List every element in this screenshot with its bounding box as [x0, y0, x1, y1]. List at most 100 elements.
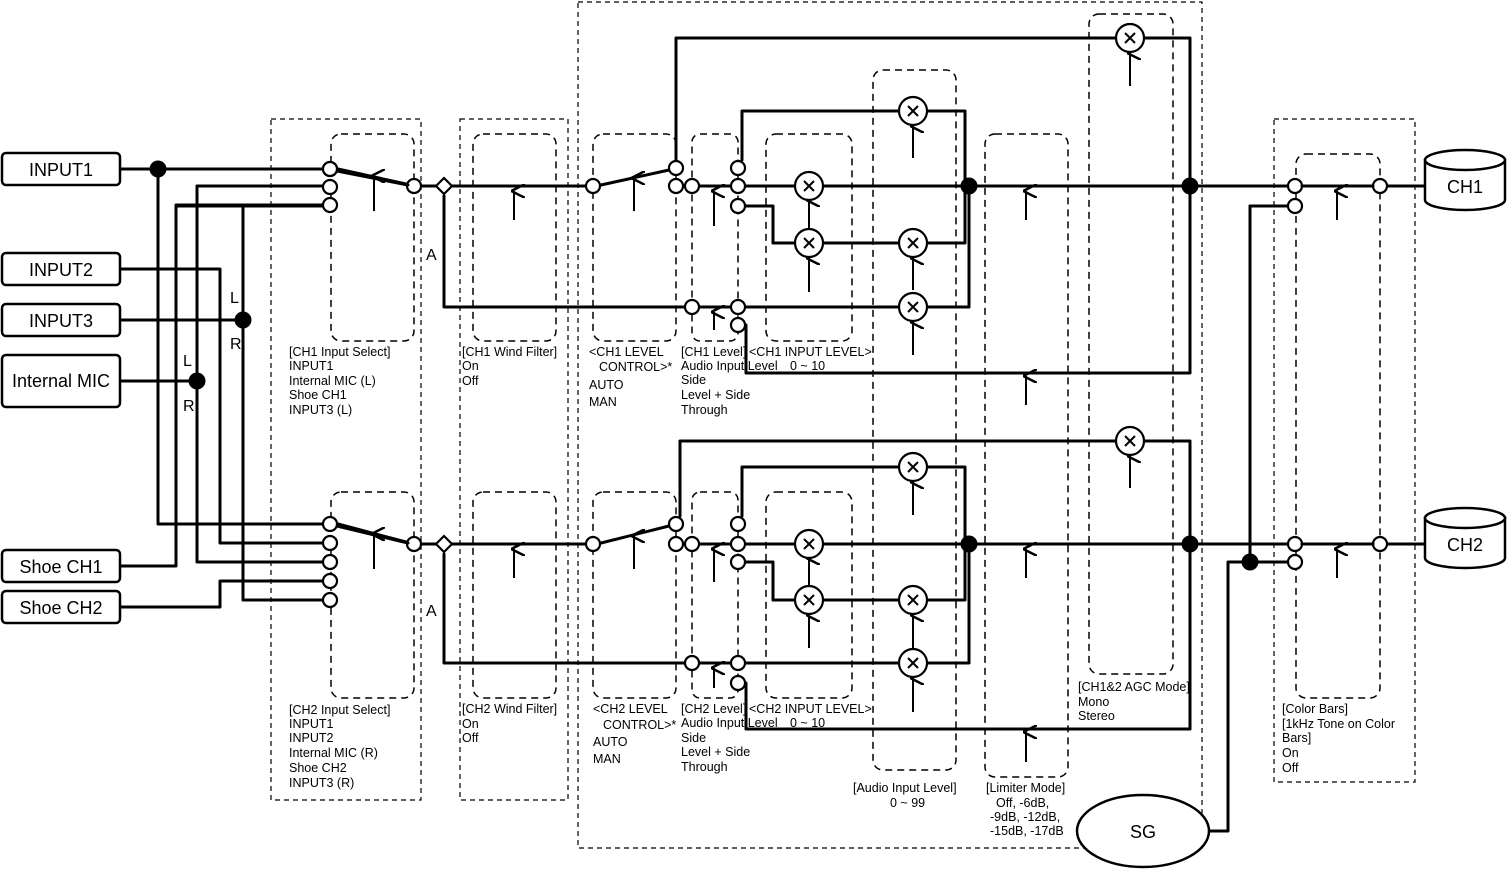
svg-text:INPUT2: INPUT2	[289, 731, 334, 745]
ch1-wind-filter-label: [CH1 Wind Filter] On Off	[462, 345, 557, 388]
pin-labels: L R L R A A	[183, 247, 437, 620]
svg-text:AUTO: AUTO	[589, 378, 624, 392]
svg-text:[CH2 Input Select]: [CH2 Input Select]	[289, 703, 390, 717]
svg-text:Shoe CH2: Shoe CH2	[289, 761, 347, 775]
svg-text:<CH1 INPUT LEVEL>: <CH1 INPUT LEVEL>	[749, 345, 872, 359]
signal-generator: SG	[1075, 793, 1211, 869]
svg-text:Stereo: Stereo	[1078, 709, 1115, 723]
multiplier-icon	[897, 584, 929, 616]
svg-text:MAN: MAN	[593, 752, 621, 766]
input-input1: INPUT1	[0, 151, 122, 187]
svg-text:Internal MIC (L): Internal MIC (L)	[289, 374, 376, 388]
svg-text:Through: Through	[681, 760, 728, 774]
wind-filter-nodes	[434, 176, 454, 554]
color-bars-label: [Color Bars] [1kHz Tone on Color Bars] O…	[1282, 702, 1395, 775]
ch2-signal-path	[336, 204, 1427, 833]
svg-text:L: L	[230, 290, 239, 307]
svg-text:[CH2 Wind Filter]: [CH2 Wind Filter]	[462, 702, 557, 716]
input-shoe-ch2: Shoe CH2	[0, 589, 122, 625]
audio-input-level-label: [Audio Input Level] 0 ~ 99	[853, 781, 957, 810]
svg-text:R: R	[230, 336, 242, 353]
ch2-label: CH2	[1447, 535, 1483, 555]
svg-text:Audio Input Level: Audio Input Level	[681, 716, 778, 730]
input-input2: INPUT2	[0, 251, 122, 287]
ch1-input-level-label: <CH1 INPUT LEVEL> 0 ~ 10	[749, 345, 872, 373]
svg-text:[Color Bars]: [Color Bars]	[1282, 702, 1348, 716]
svg-text:On: On	[1282, 746, 1299, 760]
svg-text:[CH1&2 AGC Mode]: [CH1&2 AGC Mode]	[1078, 680, 1190, 694]
svg-text:Mono: Mono	[1078, 695, 1109, 709]
input-input3: INPUT3	[0, 302, 122, 338]
svg-text:Off: Off	[462, 731, 479, 745]
svg-text:L: L	[183, 353, 192, 370]
multiplier-icon	[897, 95, 929, 127]
output-ch1: CH1	[1423, 148, 1507, 212]
svg-text:Side: Side	[681, 731, 706, 745]
ch1-input-select-label: [CH1 Input Select] INPUT1 Internal MIC (…	[289, 345, 390, 417]
dashed-block-frames	[270, 1, 1416, 849]
svg-text:[Limiter Mode]: [Limiter Mode]	[986, 781, 1065, 795]
svg-text:[CH1 Wind Filter]: [CH1 Wind Filter]	[462, 345, 557, 359]
svg-text:Internal MIC (R): Internal MIC (R)	[289, 746, 378, 760]
control-arrows	[374, 53, 1337, 762]
shoe-ch1-label: Shoe CH1	[19, 557, 102, 577]
multiplier-icon	[793, 528, 825, 560]
svg-text:Level + Side: Level + Side	[681, 388, 750, 402]
svg-text:0 ~ 99: 0 ~ 99	[890, 796, 925, 810]
multiplier-icon	[897, 291, 929, 323]
multiplier-icon	[897, 451, 929, 483]
svg-text:AUTO: AUTO	[593, 735, 628, 749]
multiplier-icon	[793, 584, 825, 616]
svg-text:CONTROL>*: CONTROL>*	[599, 360, 672, 374]
svg-text:-9dB, -12dB,: -9dB, -12dB,	[990, 810, 1060, 824]
svg-text:Through: Through	[681, 403, 728, 417]
svg-text:-15dB, -17dB: -15dB, -17dB	[990, 824, 1064, 838]
svg-text:INPUT1: INPUT1	[289, 717, 334, 731]
sg-label: SG	[1130, 822, 1156, 842]
multiplier-icon	[793, 170, 825, 202]
ch1-signal-path	[336, 36, 1427, 375]
ch1-label: CH1	[1447, 177, 1483, 197]
multiplier-icon	[897, 647, 929, 679]
input3-label: INPUT3	[29, 311, 93, 331]
svg-text:On: On	[462, 717, 479, 731]
svg-text:MAN: MAN	[589, 395, 617, 409]
ch2-wind-filter-label: [CH2 Wind Filter] On Off	[462, 702, 557, 745]
svg-text:<CH2 INPUT LEVEL>: <CH2 INPUT LEVEL>	[749, 702, 872, 716]
svg-text:Shoe CH1: Shoe CH1	[289, 388, 347, 402]
svg-text:[Audio Input Level]: [Audio Input Level]	[853, 781, 957, 795]
limiter-mode-label: [Limiter Mode] Off, -6dB, -9dB, -12dB, -…	[986, 781, 1065, 838]
svg-text:0 ~ 10: 0 ~ 10	[790, 716, 825, 730]
ch2-input-select-label: [CH2 Input Select] INPUT1 INPUT2 Interna…	[289, 703, 390, 790]
input2-label: INPUT2	[29, 260, 93, 280]
input-shoe-ch1: Shoe CH1	[0, 548, 122, 584]
svg-text:<CH2 LEVEL: <CH2 LEVEL	[593, 702, 668, 716]
ch2-level-label: [CH2 Level] Audio Input Level Side Level…	[681, 702, 778, 774]
svg-text:Level + Side: Level + Side	[681, 745, 750, 759]
internal-mic-label: Internal MIC	[12, 371, 110, 391]
svg-text:A: A	[426, 247, 437, 264]
svg-text:Off: Off	[1282, 761, 1299, 775]
svg-text:Side: Side	[681, 373, 706, 387]
svg-text:Off: Off	[462, 374, 479, 388]
ch1-level-label: [CH1 Level] Audio Input Level Side Level…	[681, 345, 778, 417]
svg-text:INPUT3 (R): INPUT3 (R)	[289, 776, 354, 790]
ch2-input-level-label: <CH2 INPUT LEVEL> 0 ~ 10	[749, 702, 872, 730]
multiplier-icon	[1114, 22, 1146, 54]
svg-text:[CH2 Level]: [CH2 Level]	[681, 702, 746, 716]
svg-text:On: On	[462, 359, 479, 373]
svg-text:R: R	[183, 398, 195, 415]
input1-label: INPUT1	[29, 160, 93, 180]
svg-text:INPUT1: INPUT1	[289, 359, 334, 373]
svg-text:Off, -6dB,: Off, -6dB,	[996, 796, 1049, 810]
junction-dots	[149, 160, 1259, 571]
multipliers	[793, 22, 1146, 679]
svg-text:0 ~ 10: 0 ~ 10	[790, 359, 825, 373]
shoe-ch2-label: Shoe CH2	[19, 598, 102, 618]
svg-text:[1kHz Tone on Color: [1kHz Tone on Color	[1282, 717, 1395, 731]
multiplier-icon	[1114, 425, 1146, 457]
multiplier-icon	[793, 227, 825, 259]
output-ch2: CH2	[1423, 506, 1507, 570]
ch1-level-control-label: <CH1 LEVEL CONTROL>* AUTO MAN	[589, 345, 672, 409]
input-internal-mic: Internal MIC	[0, 353, 122, 409]
